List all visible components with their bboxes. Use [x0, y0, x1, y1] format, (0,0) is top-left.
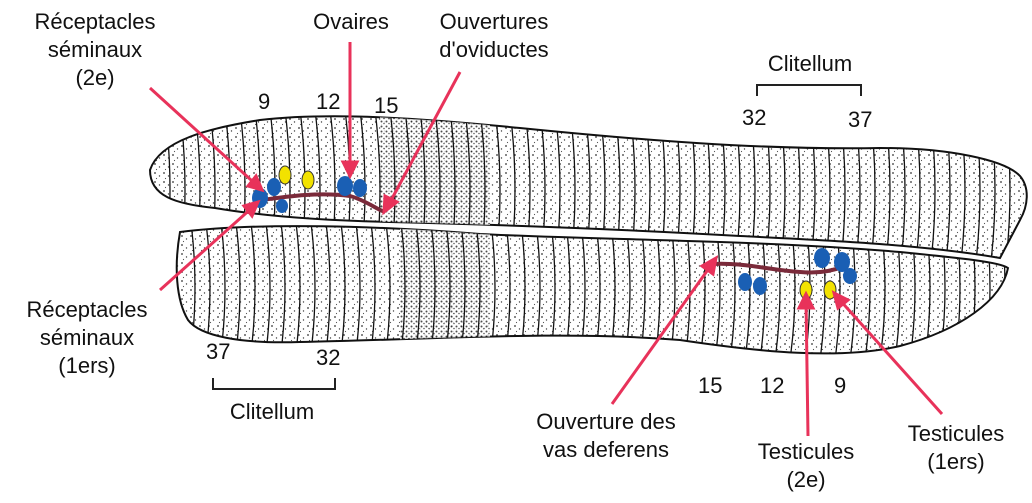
seminal-receptacle-blue — [276, 199, 288, 213]
segment-9-upper: 9 — [258, 90, 270, 114]
label-receptacles-1ers: Réceptacles séminaux (1ers) — [2, 296, 172, 380]
ovary-yellow — [302, 171, 314, 189]
clitellum-upper-bracket — [756, 84, 862, 96]
segment-15-lower: 15 — [698, 374, 722, 398]
receptacle-blue — [337, 176, 353, 196]
label-testicules-1ers: Testicules (1ers) — [886, 420, 1026, 476]
label-ouvertures-oviductes: Ouvertures d'oviductes — [404, 8, 584, 64]
label-ovaires: Ovaires — [296, 8, 406, 36]
clitellum-lower-bracket — [212, 378, 336, 390]
receptacle-blue — [843, 268, 857, 284]
segment-32-upper: 32 — [742, 106, 766, 130]
label-clitellum-lower: Clitellum — [202, 398, 342, 426]
ovary-yellow — [279, 166, 291, 184]
testis-blue — [753, 277, 767, 295]
label-receptacles-2e: Réceptacles séminaux (2e) — [10, 8, 180, 92]
segment-37-upper: 37 — [848, 108, 872, 132]
segment-37-lower: 37 — [206, 340, 230, 364]
receptacle-blue — [814, 248, 830, 268]
segment-12-lower: 12 — [760, 374, 784, 398]
label-clitellum-upper: Clitellum — [740, 50, 880, 78]
segment-9-lower: 9 — [834, 374, 846, 398]
testis-blue — [738, 273, 752, 291]
segment-32-lower: 32 — [316, 346, 340, 370]
segment-15-upper: 15 — [374, 94, 398, 118]
seminal-receptacle-blue — [267, 178, 281, 196]
segment-12-upper: 12 — [316, 90, 340, 114]
label-testicules-2e: Testicules (2e) — [736, 438, 876, 494]
receptacle-blue — [353, 179, 367, 197]
arrow-testicules-2e — [806, 300, 808, 436]
label-ouverture-vas-deferens: Ouverture des vas deferens — [506, 408, 706, 464]
